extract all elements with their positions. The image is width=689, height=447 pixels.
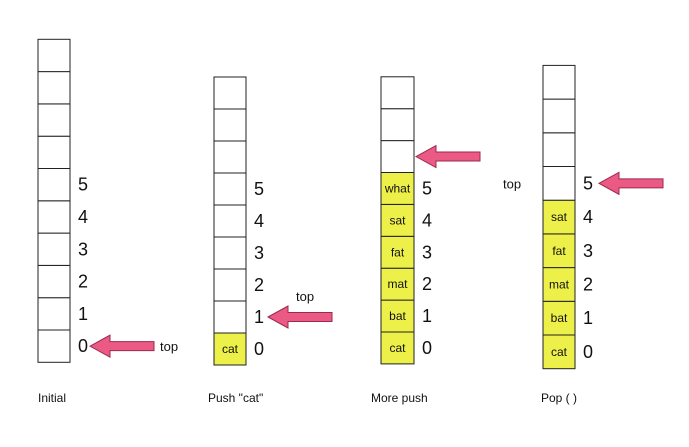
top-label: top bbox=[160, 339, 178, 354]
index-label: 4 bbox=[583, 207, 593, 227]
stack-cell-filled bbox=[542, 334, 576, 370]
stack-item-label: sat bbox=[551, 210, 568, 224]
stack-cell-empty bbox=[380, 108, 415, 142]
index-label: 0 bbox=[254, 339, 264, 359]
top-pointer-arrow bbox=[597, 171, 664, 196]
index-label: 2 bbox=[422, 274, 432, 294]
stack-cell-empty bbox=[213, 140, 247, 174]
stack-cell-empty bbox=[213, 300, 247, 334]
stack-cell-empty bbox=[380, 140, 415, 174]
stack-cell-filled bbox=[542, 300, 576, 336]
stack-cell-empty bbox=[37, 38, 71, 73]
index-label: 2 bbox=[254, 275, 264, 295]
stack-caption: More push bbox=[371, 391, 428, 405]
stack-cell-empty bbox=[542, 166, 576, 201]
index-label: 5 bbox=[78, 175, 88, 195]
stack-item-label: fat bbox=[552, 244, 566, 258]
index-label: 2 bbox=[78, 272, 88, 292]
stack-cell-empty bbox=[213, 268, 247, 302]
stack-cell-filled bbox=[380, 267, 415, 301]
index-label: 3 bbox=[583, 241, 593, 261]
stack-item-label: bat bbox=[389, 309, 406, 323]
stack-cell-empty bbox=[37, 232, 71, 266]
stack-cell-filled bbox=[380, 203, 415, 237]
stack-cell-empty bbox=[213, 204, 247, 238]
stack-cell-filled bbox=[380, 331, 415, 365]
stack-cell-empty bbox=[37, 135, 71, 169]
index-label: 3 bbox=[78, 239, 88, 259]
index-label: 5 bbox=[422, 178, 432, 198]
index-label: 5 bbox=[254, 179, 264, 199]
stack-item-label: cat bbox=[389, 341, 406, 355]
index-label: 4 bbox=[422, 210, 432, 230]
stack-cell-empty bbox=[37, 264, 71, 299]
stack-cell-filled bbox=[542, 267, 576, 302]
stack-cell-empty bbox=[542, 132, 576, 168]
stack-cell-filled bbox=[542, 199, 576, 235]
stack-cell-empty bbox=[37, 329, 71, 363]
index-label: 1 bbox=[422, 306, 432, 326]
index-label: 3 bbox=[422, 242, 432, 262]
index-label: 0 bbox=[583, 342, 593, 362]
stack-caption: Push "cat" bbox=[208, 391, 263, 405]
index-label: 0 bbox=[422, 338, 432, 358]
stack-cell-empty bbox=[213, 236, 247, 270]
stack-item-label: cat bbox=[222, 342, 239, 356]
stack-cell-empty bbox=[542, 98, 576, 134]
top-pointer-arrow bbox=[414, 144, 481, 169]
top-pointer-arrow bbox=[266, 305, 333, 329]
stack-cell-filled bbox=[380, 172, 415, 205]
stack-caption: Pop ( ) bbox=[541, 391, 577, 405]
stack-cell-empty bbox=[213, 108, 247, 142]
index-label: 1 bbox=[583, 308, 593, 328]
top-label: top bbox=[296, 289, 314, 304]
stack-item-label: cat bbox=[551, 345, 568, 359]
index-label: 3 bbox=[254, 243, 264, 263]
index-label: 2 bbox=[583, 274, 593, 294]
stack-cell-empty bbox=[37, 71, 71, 105]
stack-cell-empty bbox=[380, 76, 415, 110]
stack-cell-empty bbox=[542, 64, 576, 100]
index-label: 0 bbox=[78, 336, 88, 356]
index-label: 4 bbox=[254, 211, 264, 231]
stack-item-label: mat bbox=[549, 277, 570, 291]
stack-item-label: sat bbox=[389, 213, 406, 227]
stack-caption: Initial bbox=[38, 391, 66, 405]
stack-cell-empty bbox=[37, 297, 71, 331]
stack-cell-filled bbox=[380, 235, 415, 269]
stack-cell-empty bbox=[37, 103, 71, 137]
stack-item-label: bat bbox=[551, 311, 568, 325]
stack-cell-empty bbox=[37, 200, 71, 234]
stack-item-label: mat bbox=[387, 277, 408, 291]
top-label: top bbox=[503, 176, 521, 191]
index-label: 1 bbox=[254, 307, 264, 327]
stack-cell-empty bbox=[213, 172, 247, 206]
index-label: 5 bbox=[583, 173, 593, 193]
index-label: 4 bbox=[78, 207, 88, 227]
stack-cell-filled bbox=[542, 233, 576, 269]
stack-cell-empty bbox=[37, 168, 71, 202]
top-pointer-arrow bbox=[88, 334, 155, 358]
stack-item-label: fat bbox=[391, 245, 405, 259]
stack-cell-empty bbox=[213, 76, 247, 110]
index-label: 1 bbox=[78, 304, 88, 324]
stack-cell-filled bbox=[213, 332, 247, 366]
stack-item-label: what bbox=[384, 181, 411, 195]
